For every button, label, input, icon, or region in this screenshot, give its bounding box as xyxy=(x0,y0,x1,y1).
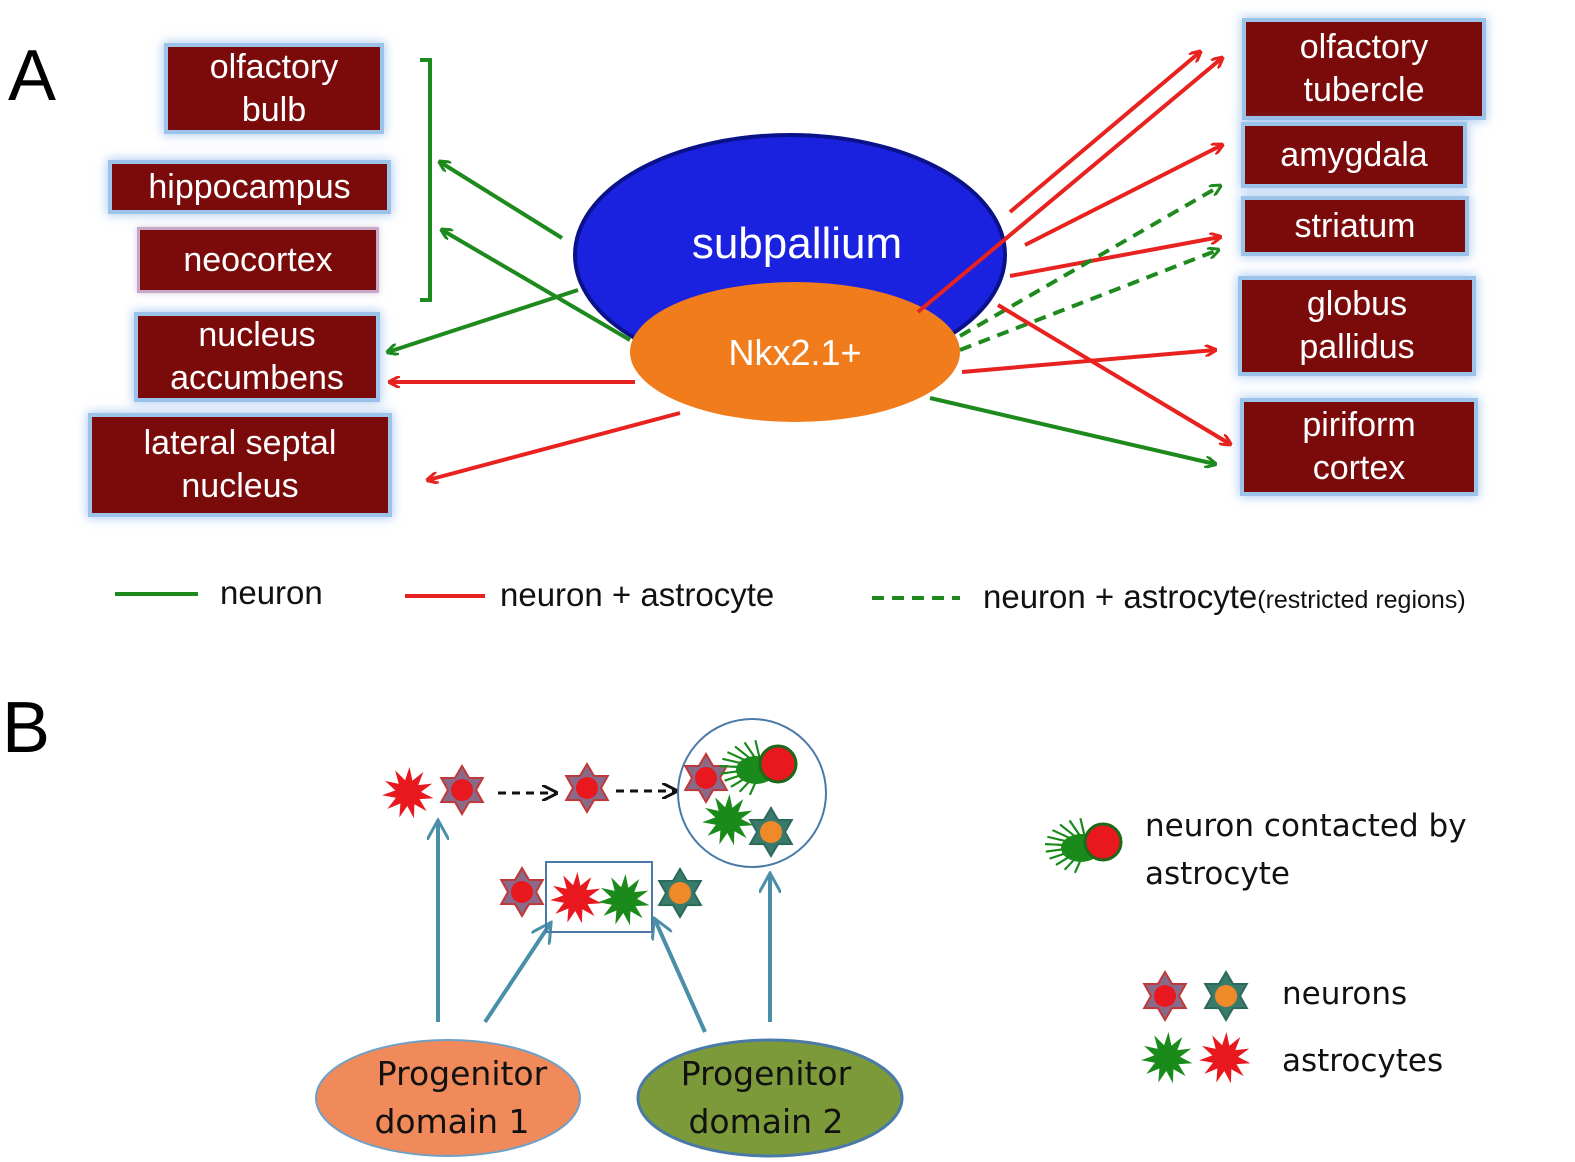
region-label: piriform xyxy=(1302,406,1416,444)
legend-contacted-icon xyxy=(1045,818,1123,874)
cells-layer xyxy=(382,740,1251,1084)
neuron-red xyxy=(564,762,610,814)
region-label: pallidus xyxy=(1299,328,1415,366)
clone-box xyxy=(545,861,653,933)
progenitor-2-line1: Progenitor xyxy=(681,1054,852,1093)
region-lateral-septal-nucleus: lateral septal nucleus xyxy=(92,417,388,513)
region-globus-pallidus: globus pallidus xyxy=(1242,280,1472,372)
lineage-arrow-domain2-box xyxy=(655,920,707,1033)
region-label: nucleus xyxy=(181,467,299,505)
region-label: olfactory xyxy=(209,47,339,86)
arrow-restricted-to-striatum xyxy=(959,250,1218,352)
legend-restricted-main: neuron + astrocyte xyxy=(983,578,1258,615)
region-label: amygdala xyxy=(1280,135,1428,174)
arrow-astro-to-olfactory-tubercle-b xyxy=(916,58,1222,314)
legend-restricted-note: (restricted regions) xyxy=(1257,586,1466,614)
arrow-neuron-to-bracket-lower xyxy=(442,230,632,342)
astrocyte-green xyxy=(598,874,650,926)
legend-astrocyte-red-icon xyxy=(1199,1032,1251,1084)
arrow-astro-to-olfactory-tubercle-a xyxy=(1008,52,1200,214)
region-hippocampus: hippocampus xyxy=(112,164,387,210)
region-label: nucleus xyxy=(198,316,316,354)
nkx21-label: Nkx2.1+ xyxy=(728,332,861,373)
arrow-restricted-to-amygdala xyxy=(959,186,1220,338)
legend-neuron-green-icon xyxy=(1203,970,1249,1022)
region-label: cortex xyxy=(1312,449,1406,487)
region-label: olfactory xyxy=(1299,28,1429,66)
region-piriform-cortex: piriform cortex xyxy=(1244,402,1474,492)
progenitor-domain-2 xyxy=(636,1038,904,1158)
neuron-contacted-by-astrocyte xyxy=(720,740,798,796)
astrocyte-green xyxy=(702,794,754,846)
region-label: striatum xyxy=(1294,206,1416,245)
region-label: tubercle xyxy=(1303,71,1425,109)
neuron-red xyxy=(439,764,485,816)
region-label: lateral septal xyxy=(143,424,337,462)
region-label: neocortex xyxy=(183,240,333,279)
panel-b-label: B xyxy=(2,688,51,768)
arrow-astro-to-lateral-septal xyxy=(428,411,681,480)
legend-contacted-line2: astrocyte xyxy=(1145,856,1290,892)
progenitor-1-line2: domain 1 xyxy=(374,1102,529,1141)
progenitor-2-line2: domain 2 xyxy=(688,1102,843,1141)
legend-neuron-astrocyte-label: neuron + astrocyte xyxy=(500,576,775,613)
legend-neuron-red-icon xyxy=(1142,970,1188,1022)
progenitor-domain-1 xyxy=(315,1039,581,1157)
nkx21-ellipse xyxy=(630,282,960,422)
arrow-neuron-to-nucleus-accumbens xyxy=(388,288,579,352)
region-striatum: striatum xyxy=(1245,200,1465,252)
region-nucleus-accumbens: nucleus accumbens xyxy=(138,316,376,398)
region-label: accumbens xyxy=(170,359,344,397)
legend-neuron-label: neuron xyxy=(220,574,323,611)
region-label: hippocampus xyxy=(148,167,351,206)
progenitor-1-line1: Progenitor xyxy=(377,1054,548,1093)
legend-contacted-line1: neuron contacted by xyxy=(1145,808,1467,844)
target-circle xyxy=(677,718,827,868)
legend-neurons-label: neurons xyxy=(1282,976,1408,1012)
arrow-astro-to-striatum xyxy=(1009,237,1220,278)
neuron-green xyxy=(748,806,794,858)
neuron-red xyxy=(499,866,545,918)
region-olfactory-tubercle: olfactory tubercle xyxy=(1246,22,1482,116)
arrow-neuron-to-bracket-upper xyxy=(440,162,564,240)
subpallium-label: subpallium xyxy=(692,219,902,268)
arrow-astro-to-piriform-cortex xyxy=(996,303,1230,444)
region-neocortex: neocortex xyxy=(140,230,376,290)
neuron-red xyxy=(683,752,729,804)
neuron-green xyxy=(657,867,703,919)
region-amygdala: amygdala xyxy=(1245,126,1463,184)
region-olfactory-bulb: olfactory bulb xyxy=(168,47,380,130)
arrow-neuron-to-piriform-cortex xyxy=(929,396,1215,464)
lineage-arrow-domain1-box xyxy=(483,924,550,1024)
legend-restricted-label: neuron + astrocyte(restricted regions) xyxy=(983,578,1466,616)
legend-astrocyte-green-icon xyxy=(1141,1032,1193,1084)
legend-astrocytes-label: astrocytes xyxy=(1282,1043,1444,1079)
region-label: bulb xyxy=(241,90,307,129)
region-label: globus xyxy=(1306,285,1408,323)
arrow-astro-to-amygdala xyxy=(1024,145,1222,247)
astrocyte-red xyxy=(550,872,602,924)
cortical-targets-bracket xyxy=(420,58,432,302)
astrocyte-red xyxy=(382,767,434,819)
panel-a-label: A xyxy=(8,36,57,116)
